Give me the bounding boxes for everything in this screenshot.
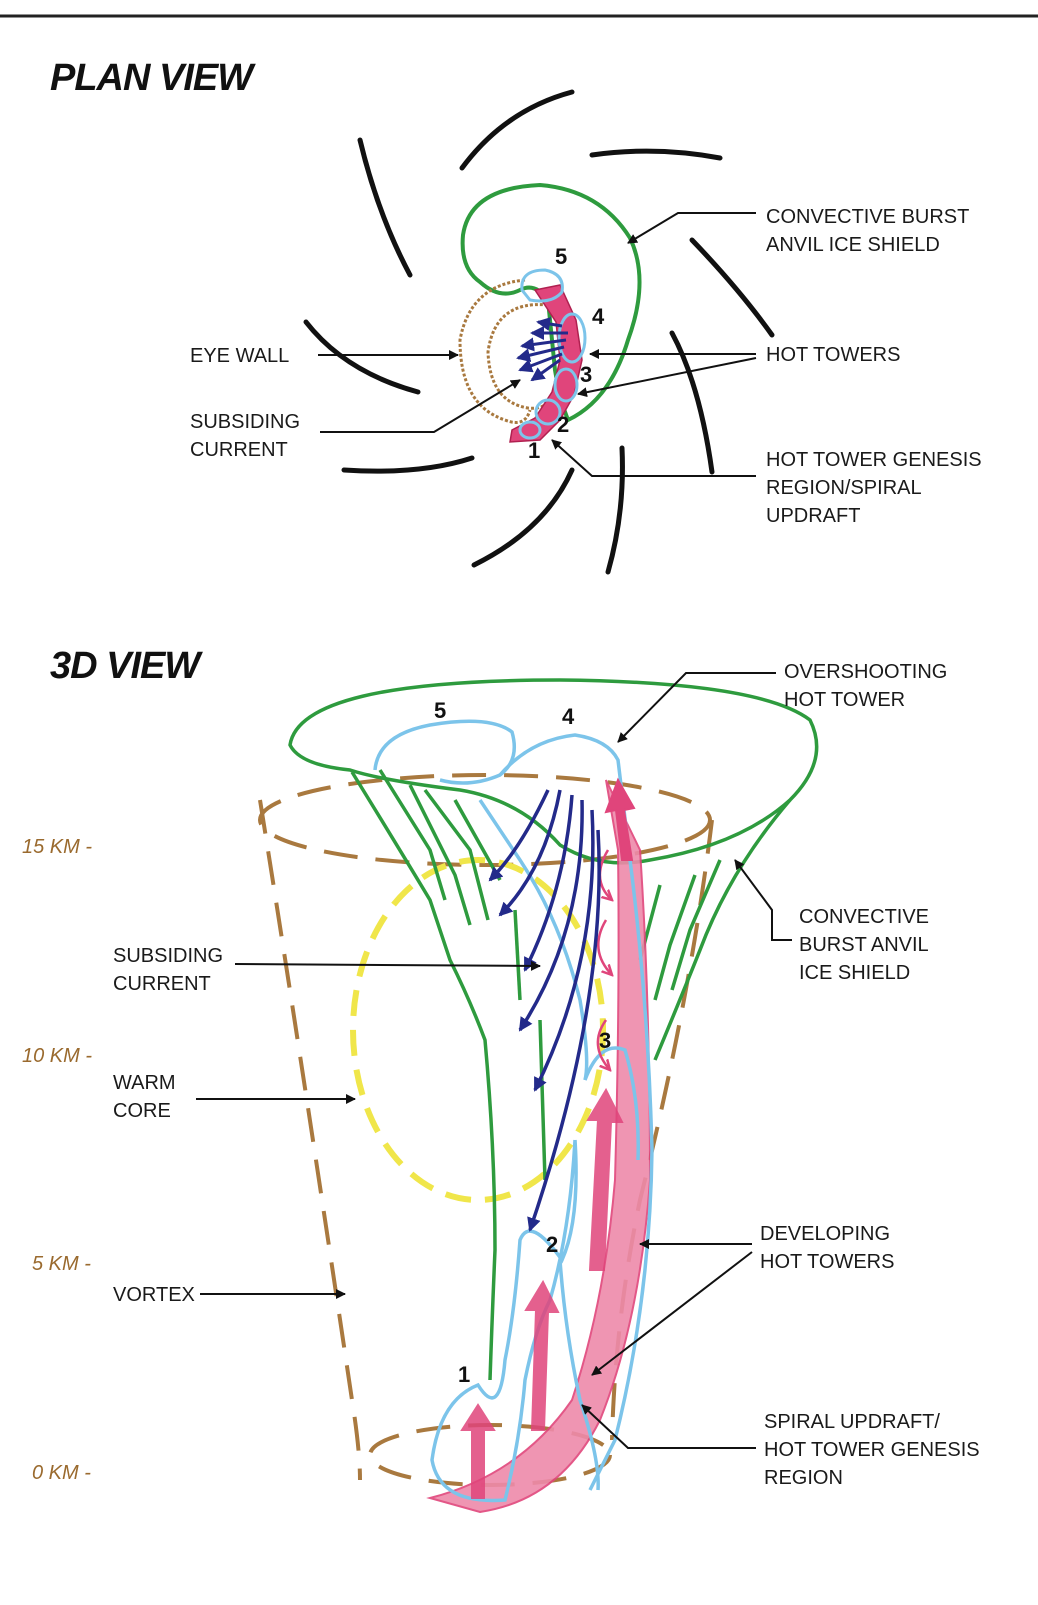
svg-text:EYE WALL: EYE WALL [190, 345, 289, 367]
svg-text:UPDRAFT: UPDRAFT [766, 505, 860, 527]
3d-label-developing: DEVELOPING HOT TOWERS [760, 1223, 894, 1273]
3d-tower-number-1: 1 [458, 1362, 470, 1387]
svg-text:SPIRAL UPDRAFT/: SPIRAL UPDRAFT/ [764, 1411, 940, 1433]
svg-text:OVERSHOOTING: OVERSHOOTING [784, 661, 947, 683]
3d-tower-number-2: 2 [546, 1232, 558, 1257]
svg-text:WARM: WARM [113, 1072, 176, 1094]
altitude-scale: 15 KM - 10 KM - 5 KM - 0 KM - [22, 836, 92, 1484]
3d-label-convective-burst: CONVECTIVE BURST ANVIL ICE SHIELD [799, 906, 929, 984]
3d-tower-number-5: 5 [434, 698, 446, 723]
3d-label-warm-core: WARM CORE [113, 1072, 176, 1122]
svg-text:ICE SHIELD: ICE SHIELD [799, 962, 910, 984]
svg-text:REGION/SPIRAL: REGION/SPIRAL [766, 477, 922, 499]
3d-label-spiral-updraft: SPIRAL UPDRAFT/ HOT TOWER GENESIS REGION [764, 1411, 980, 1489]
svg-text:CONVECTIVE BURST: CONVECTIVE BURST [766, 206, 969, 228]
plan-tower-number-1: 1 [528, 438, 540, 463]
altitude-5km: 5 KM - [32, 1253, 91, 1275]
3d-label-subsiding-current: SUBSIDING CURRENT [113, 945, 223, 995]
svg-text:BURST ANVIL: BURST ANVIL [799, 934, 929, 956]
plan-label-subsiding-current: SUBSIDING CURRENT [190, 411, 300, 461]
plan-view-title: PLAN VIEW [50, 57, 256, 99]
svg-text:CURRENT: CURRENT [190, 439, 288, 461]
svg-text:VORTEX: VORTEX [113, 1284, 195, 1306]
3d-tower-number-4: 4 [562, 704, 575, 729]
plan-tower-number-3: 3 [580, 362, 592, 387]
plan-tower-number-2: 2 [557, 412, 569, 437]
plan-label-eye-wall: EYE WALL [190, 345, 289, 367]
anvil-ice-shield [290, 680, 817, 1380]
svg-text:HOT TOWER GENESIS: HOT TOWER GENESIS [766, 449, 982, 471]
plan-label-genesis-region: HOT TOWER GENESIS REGION/SPIRAL UPDRAFT [766, 449, 982, 527]
svg-text:HOT TOWER GENESIS: HOT TOWER GENESIS [764, 1439, 980, 1461]
3d-label-vortex: VORTEX [113, 1284, 195, 1306]
3d-tower-number-3: 3 [599, 1028, 611, 1053]
svg-text:CORE: CORE [113, 1100, 171, 1122]
svg-text:SUBSIDING: SUBSIDING [190, 411, 300, 433]
3d-view-title: 3D VIEW [50, 645, 203, 687]
3d-label-overshooting: OVERSHOOTING HOT TOWER [784, 661, 947, 711]
3d-leader-lines [196, 673, 792, 1448]
altitude-10km: 10 KM - [22, 1045, 92, 1067]
svg-text:DEVELOPING: DEVELOPING [760, 1223, 890, 1245]
plan-tower-number-4: 4 [592, 304, 605, 329]
plan-tower-number-5: 5 [555, 244, 567, 269]
plan-label-hot-towers: HOT TOWERS [766, 344, 900, 366]
svg-text:REGION: REGION [764, 1467, 843, 1489]
svg-text:CURRENT: CURRENT [113, 973, 211, 995]
svg-text:SUBSIDING: SUBSIDING [113, 945, 223, 967]
plan-label-convective-burst: CONVECTIVE BURST ANVIL ICE SHIELD [766, 206, 969, 256]
altitude-15km: 15 KM - [22, 836, 92, 858]
svg-text:HOT TOWER: HOT TOWER [784, 689, 905, 711]
warm-core-ellipse [353, 860, 603, 1200]
svg-text:HOT TOWERS: HOT TOWERS [766, 344, 900, 366]
altitude-0km: 0 KM - [32, 1462, 91, 1484]
svg-text:ANVIL ICE SHIELD: ANVIL ICE SHIELD [766, 234, 940, 256]
svg-text:HOT TOWERS: HOT TOWERS [760, 1251, 894, 1273]
svg-text:CONVECTIVE: CONVECTIVE [799, 906, 929, 928]
